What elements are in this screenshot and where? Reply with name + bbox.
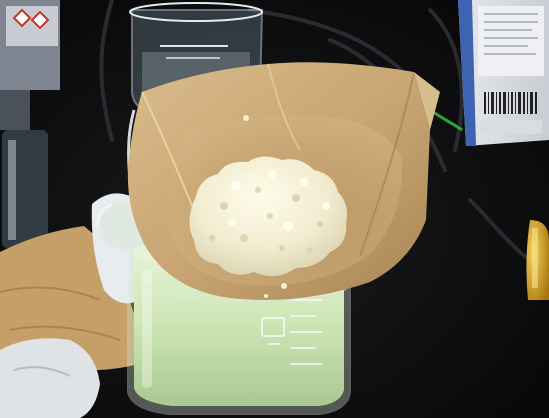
hazard-icon	[30, 10, 50, 30]
reagent-bottle-top-left	[0, 0, 60, 130]
stray-curd-crumb	[281, 283, 287, 289]
barcode	[484, 92, 537, 114]
carton-right	[458, 0, 549, 146]
stray-curd-crumb	[243, 115, 249, 121]
amber-bottle	[526, 220, 549, 300]
cheese-curd	[189, 115, 347, 298]
stray-curd-crumb	[264, 294, 268, 298]
glass-cylinder-left	[2, 130, 48, 248]
beaker-spout	[96, 202, 113, 227]
beaker-print-marking	[261, 317, 285, 337]
hazard-icon	[12, 8, 32, 28]
